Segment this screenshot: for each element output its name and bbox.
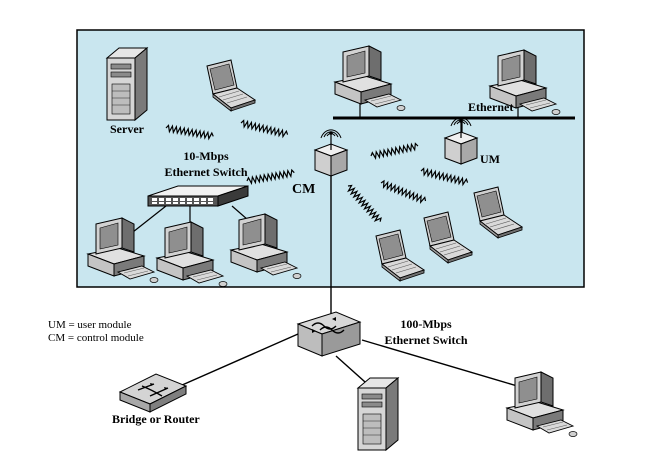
label-ethernet: Ethernet <box>468 100 513 114</box>
legend-um: UM = user module <box>48 319 132 331</box>
desktop-workstation-icon <box>506 371 578 437</box>
label-switch10-line2: Ethernet Switch <box>165 165 248 179</box>
label-switch100-line1: 100-Mbps <box>400 317 452 331</box>
label-switch100-line2: Ethernet Switch <box>385 333 468 347</box>
label-um: UM <box>480 152 500 166</box>
link-switch100-router <box>163 333 299 394</box>
legend-cm: CM = control module <box>48 332 144 344</box>
legend: UM = user module CM = control module <box>48 319 144 344</box>
switch10-drop-1 <box>132 205 167 233</box>
link-switch100-workstation <box>361 339 525 389</box>
server-tower-icon <box>106 47 148 121</box>
ethernet-switch-icon <box>297 311 361 357</box>
label-bridge-router: Bridge or Router <box>112 412 200 426</box>
server-tower-icon <box>357 377 399 451</box>
router-icon <box>119 373 187 413</box>
label-server: Server <box>110 122 145 136</box>
label-switch10-line1: 10-Mbps <box>183 149 229 163</box>
label-cm: CM <box>292 182 315 197</box>
